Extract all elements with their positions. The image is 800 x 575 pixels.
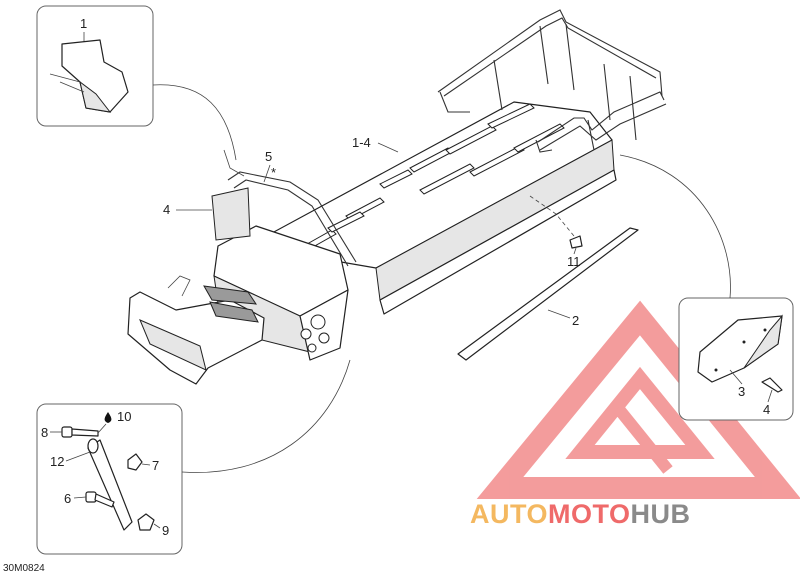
bolt-11-part bbox=[569, 235, 583, 249]
drawing-code: 30M0824 bbox=[3, 563, 45, 574]
bracket-part bbox=[49, 39, 129, 113]
nut-9-part bbox=[137, 513, 155, 531]
side-rail-part bbox=[457, 227, 639, 361]
callout-3: 3 bbox=[738, 384, 745, 399]
detail-box-1: 1 bbox=[36, 5, 154, 127]
watermark-moto: MOTO bbox=[548, 499, 631, 529]
detail-box-right: 3 4 bbox=[678, 297, 794, 421]
callout-kit-9: 9 bbox=[162, 523, 169, 538]
leader-detail-1 bbox=[152, 84, 237, 161]
watermark-auto: AUTO bbox=[470, 499, 548, 529]
nut-7-part bbox=[127, 453, 143, 471]
thread-locker-icon bbox=[104, 412, 112, 423]
callout-5: 5 bbox=[265, 149, 272, 164]
watermark-text: AUTOMOTOHUB bbox=[470, 499, 691, 529]
callout-4-main: 4 bbox=[163, 202, 170, 217]
leader-detail-right bbox=[619, 154, 731, 299]
washer-part bbox=[87, 438, 99, 454]
bracket-4-part bbox=[211, 187, 251, 241]
callout-kit-10: 10 bbox=[117, 409, 131, 424]
rear-rack bbox=[437, 9, 667, 153]
callout-kit-7: 7 bbox=[152, 458, 159, 473]
callout-11: 11 bbox=[567, 254, 581, 269]
callout-kit-8: 8 bbox=[41, 425, 48, 440]
leader-kit bbox=[181, 359, 351, 473]
callout-frame-1-4: 1-4 bbox=[352, 135, 371, 150]
callout-kit-12: 12 bbox=[50, 454, 64, 469]
deck-slots bbox=[299, 103, 565, 253]
callout-1: 1 bbox=[80, 16, 87, 31]
callout-2: 2 bbox=[572, 313, 579, 328]
watermark-triangle-inner bbox=[565, 366, 715, 459]
asterisk-mark: * bbox=[271, 165, 276, 180]
callout-kit-6: 6 bbox=[64, 491, 71, 506]
bolt-8-part bbox=[61, 426, 99, 438]
watermark-hub: HUB bbox=[631, 499, 691, 529]
hardware-kit-box: 8 10 12 7 6 9 bbox=[36, 403, 183, 555]
frame-assembly: * bbox=[127, 9, 667, 385]
rivet-part bbox=[761, 377, 783, 393]
callout-4-detail: 4 bbox=[763, 402, 770, 417]
bolt-6-part bbox=[85, 491, 115, 508]
